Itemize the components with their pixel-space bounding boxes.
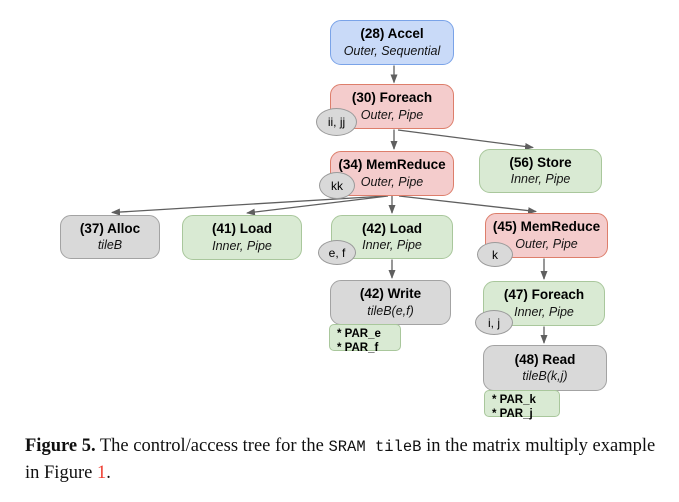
node-alloc-37-subtitle: tileB [97, 238, 123, 253]
edge-foreach30-store56 [397, 129, 534, 150]
node-read-48: (48) Read tileB(k,j) [483, 345, 607, 391]
par-read-line-1: * PAR_k [492, 394, 536, 406]
node-load-41-title: (41) Load [211, 221, 272, 237]
figure-caption-text-2: in the matrix multiply example in Figure [25, 436, 656, 483]
figure-1-reference-link[interactable]: 1 [96, 463, 107, 483]
edge-memreduce34-alloc37 [111, 195, 387, 216]
node-memreduce-45-title: (45) MemReduce [492, 219, 601, 235]
node-read-48-title: (48) Read [514, 351, 576, 367]
node-read-48-subtitle: tileB(k,j) [522, 369, 568, 384]
figure-caption-text-1: The control/access tree for the [95, 436, 329, 456]
node-foreach-30-subtitle: Outer, Pipe [360, 107, 424, 122]
figure-caption-period: . [106, 463, 111, 483]
node-foreach-30-title: (30) Foreach [351, 90, 433, 106]
node-write-42: (42) Write tileB(e,f) [330, 280, 451, 325]
node-accel-subtitle: Outer, Sequential [343, 43, 441, 58]
badge-iterators-i-j: i, j [475, 310, 513, 335]
par-read-line-2: * PAR_j [492, 408, 533, 421]
node-alloc-37: (37) Alloc tileB [60, 215, 160, 259]
node-write-42-subtitle: tileB(e,f) [367, 303, 414, 318]
node-accel: (28) Accel Outer, Sequential [330, 20, 454, 65]
node-foreach-47-subtitle: Inner, Pipe [514, 304, 574, 319]
par-write-line-1: * PAR_e [337, 328, 381, 340]
node-memreduce-45: (45) MemReduce Outer, Pipe [485, 213, 608, 258]
par-box-read: * PAR_k * PAR_j [484, 390, 560, 420]
badge-iterators-ii-jj: ii, jj [316, 108, 357, 136]
par-write-line-2: * PAR_f [337, 342, 379, 355]
node-store-56-title: (56) Store [509, 154, 572, 170]
node-memreduce-34-title: (34) MemReduce [338, 157, 446, 173]
edge-memreduce34-load41 [246, 195, 389, 216]
node-load-41-subtitle: Inner, Pipe [212, 238, 272, 253]
node-store-56-subtitle: Inner, Pipe [510, 172, 571, 187]
figure-caption: Figure 5. The control/access tree for th… [25, 433, 657, 486]
node-foreach-30: (30) Foreach Outer, Pipe [330, 84, 454, 129]
badge-iterators-e-f: e, f [318, 240, 356, 265]
node-write-42-title: (42) Write [359, 286, 422, 302]
node-memreduce-34-subtitle: Outer, Pipe [360, 174, 424, 189]
node-foreach-47: (47) Foreach Inner, Pipe [483, 281, 605, 326]
node-accel-title: (28) Accel [360, 26, 424, 42]
badge-iterator-k: k [477, 242, 513, 267]
figure-caption-label: Figure 5. [25, 436, 96, 456]
par-box-write: * PAR_e * PAR_f [329, 324, 401, 354]
figure-caption-code: SRAM tileB [328, 438, 422, 456]
node-load-42-subtitle: Inner, Pipe [362, 238, 422, 253]
badge-iterator-kk: kk [319, 172, 355, 199]
node-memreduce-45-subtitle: Outer, Pipe [515, 236, 578, 251]
node-load-42-title: (42) Load [361, 220, 422, 236]
node-load-41: (41) Load Inner, Pipe [182, 215, 302, 260]
node-foreach-47-title: (47) Foreach [503, 287, 585, 303]
node-alloc-37-title: (37) Alloc [79, 220, 141, 236]
edge-memreduce34-memreduce45 [398, 195, 537, 215]
node-store-56: (56) Store Inner, Pipe [479, 149, 602, 193]
